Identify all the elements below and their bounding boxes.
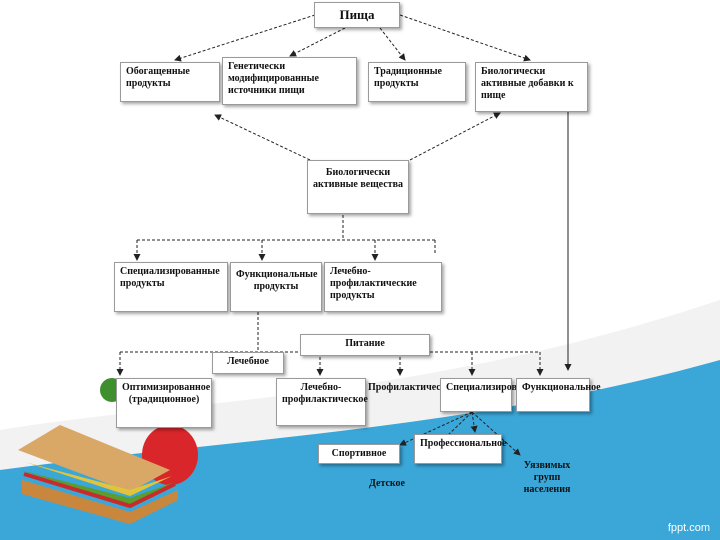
node-specialized-nutrition: Специализированное [440,378,543,412]
node-label: Питание [345,338,385,349]
node-fortified-products: Обогащенные продукты [120,62,220,102]
node-label: Специализированное [446,382,543,393]
node-label: Профилактическое [368,382,456,393]
node-vulnerable-groups: Уязвимых групп населения [512,460,582,496]
node-therapeutic-prophylactic: Лечебно-профилактическое [276,378,368,426]
root-node: Пища [314,2,400,28]
footer-brand: fppt.com [667,522,710,534]
node-label: Обогащенные продукты [126,66,190,89]
node-therapeutic-products: Лечебно-профилактические продукты [324,262,442,312]
sandwich-illustration [18,378,198,524]
node-label: Оптимизированное (традиционное) [122,382,211,405]
node-label: Функциональное [522,382,601,393]
node-label: Лечебное [227,356,269,367]
root-label: Пища [339,7,375,22]
node-sports: Спортивное [318,444,400,464]
node-label: Профессиональное [420,438,507,449]
node-specialized-products: Специализированные продукты [114,262,228,312]
node-nutrition: Питание [300,334,430,356]
node-label: Специализированные продукты [120,266,220,289]
node-functional-products: Функциональные продукты [230,262,322,312]
node-label: Детское [369,478,405,489]
node-traditional-products: Традиционные продукты [368,62,466,102]
node-bioactive-substances: Биологически активные вещества [307,160,409,214]
node-label: Биологически активные добавки к пище [481,66,574,101]
node-optimized-nutrition: Оптимизированное (традиционное) [116,378,212,428]
node-therapeutic: Лечебное [212,352,284,374]
node-label: Лечебно-профилактические продукты [330,266,417,301]
node-label: Уязвимых групп населения [523,460,571,495]
node-functional-nutrition: Функциональное [516,378,601,412]
node-label: Спортивное [331,448,387,459]
node-professional: Профессиональное [414,434,506,464]
node-label: Функциональные продукты [236,269,318,292]
node-label: Лечебно-профилактическое [282,382,368,405]
node-prophylactic: Профилактическое [368,382,456,394]
node-label: Традиционные продукты [374,66,442,89]
node-label: Биологически активные вещества [313,167,403,190]
node-label: Генетически модифицированные источники п… [228,61,319,96]
node-gm-sources: Генетически модифицированные источники п… [222,57,357,105]
node-children: Детское [352,478,422,490]
node-dietary-supplements: Биологически активные добавки к пище [475,62,588,112]
